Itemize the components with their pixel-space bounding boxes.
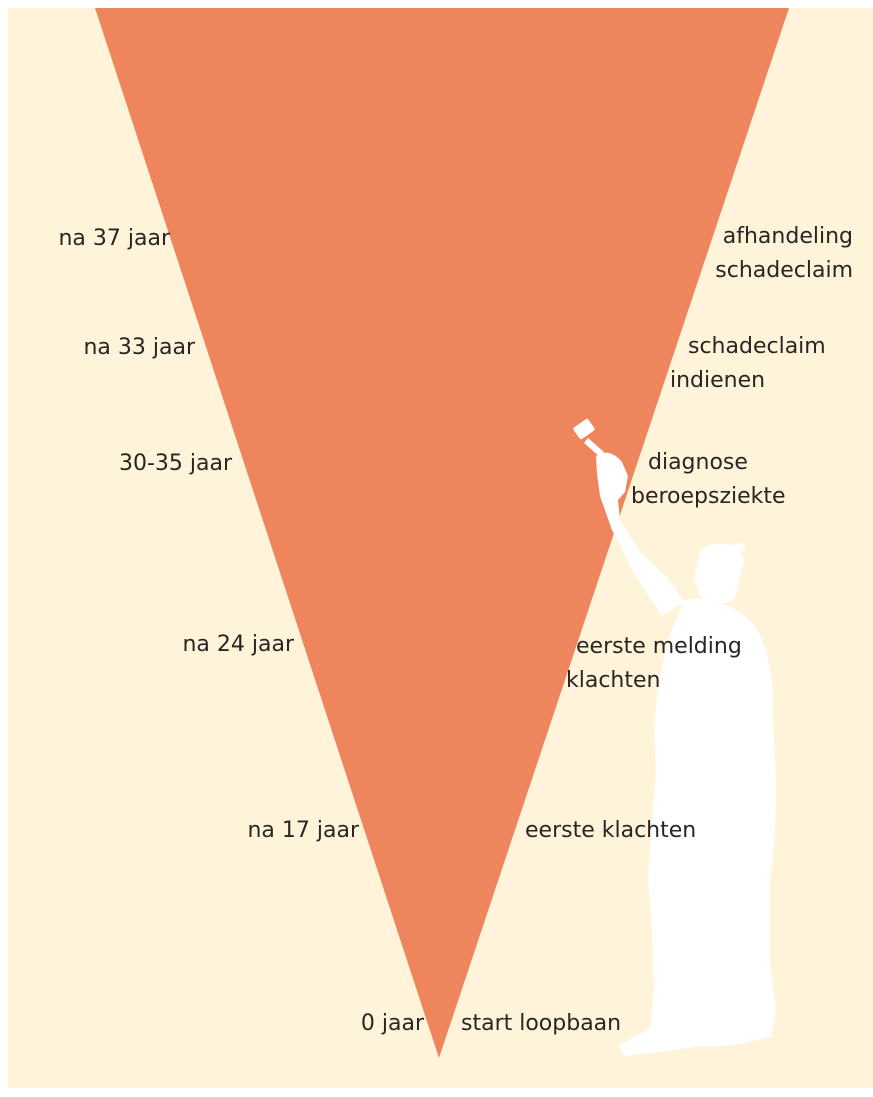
event-label-0: start loopbaan xyxy=(461,1007,621,1041)
event-label-33: schadeclaim indienen xyxy=(670,330,826,398)
event-label-24: eerste melding klachten xyxy=(566,630,742,698)
event-label-37: afhandeling schadeclaim xyxy=(715,220,853,288)
time-label-33: na 33 jaar xyxy=(83,331,195,365)
event-label-30-35: diagnose beroepsziekte xyxy=(631,446,786,514)
time-label-24: na 24 jaar xyxy=(182,628,294,662)
event-label-17: eerste klachten xyxy=(525,814,696,848)
time-label-37: na 37 jaar xyxy=(58,222,170,256)
time-label-17: na 17 jaar xyxy=(247,814,359,848)
time-label-0: 0 jaar xyxy=(361,1007,424,1041)
time-label-30-35: 30-35 jaar xyxy=(119,447,232,481)
